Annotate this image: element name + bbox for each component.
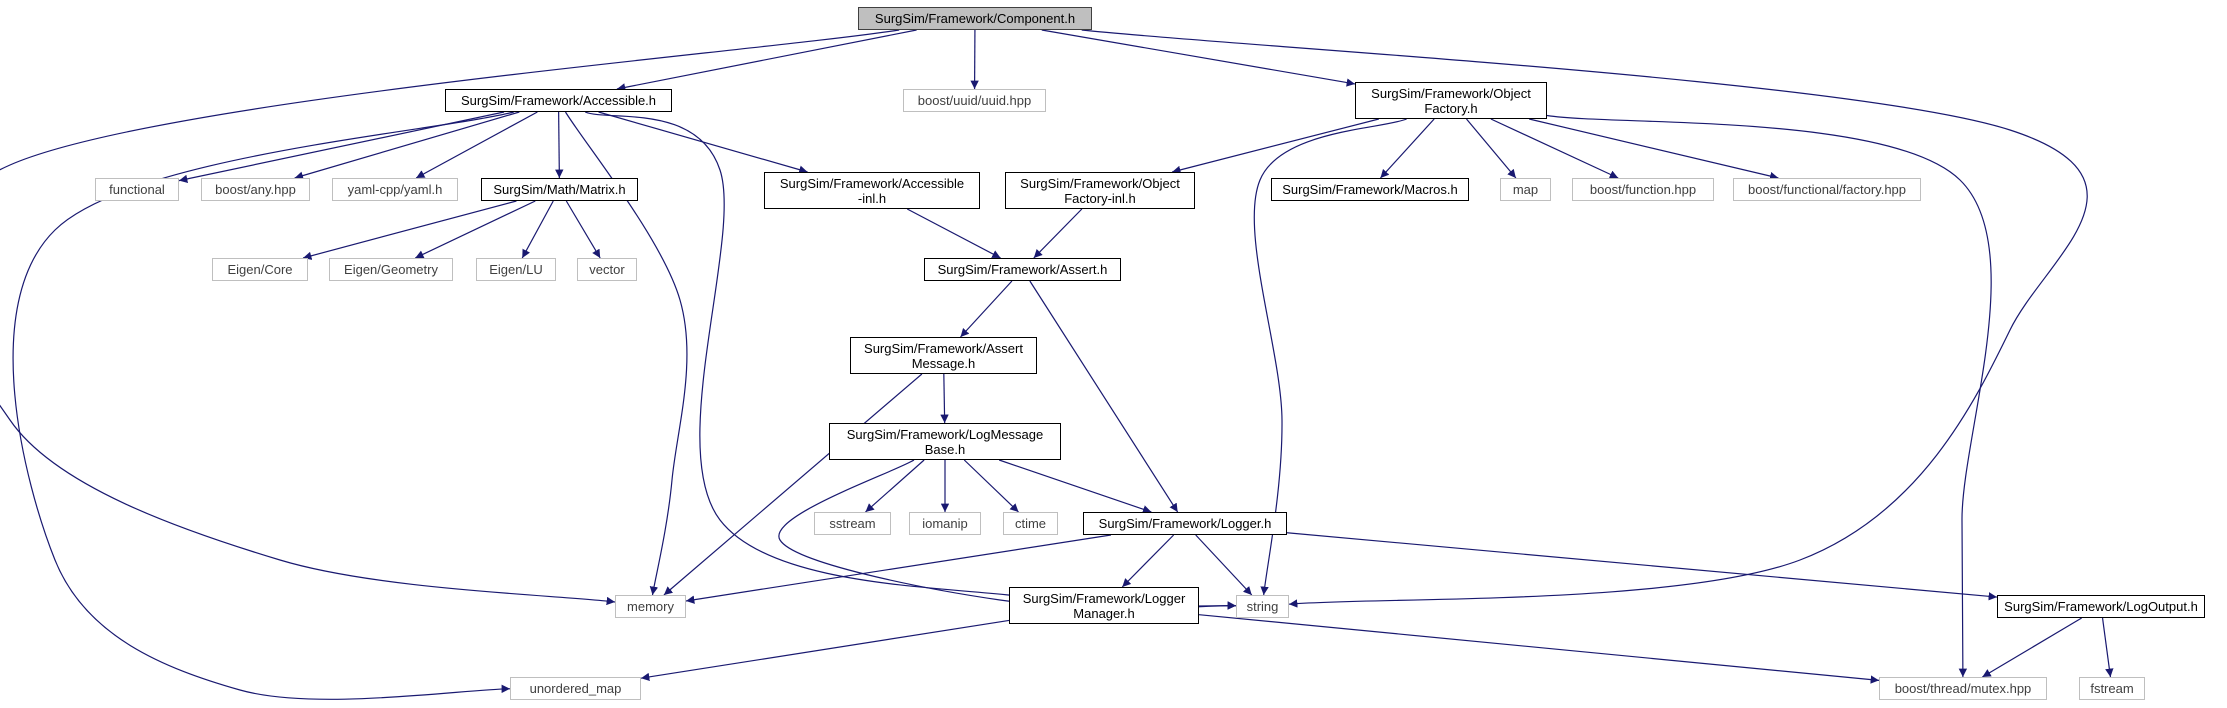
edge-logger-to-logoutput <box>1286 532 1998 601</box>
node-component[interactable]: SurgSim/Framework/Component.h <box>858 7 1092 30</box>
edge-assertmsg-to-logmsgbase <box>940 373 949 424</box>
edge-logoutput-to-mutex <box>1982 617 2082 678</box>
edge-matrix-to-eigengeo <box>414 200 536 259</box>
node-factory: boost/functional/factory.hpp <box>1733 178 1921 201</box>
node-iomanip: iomanip <box>909 512 981 535</box>
node-logmsgbase[interactable]: SurgSim/Framework/LogMessage Base.h <box>829 423 1061 460</box>
edge-assert-to-assertmsg <box>960 280 1013 338</box>
edge-logmsgbase-to-sstream <box>865 459 925 513</box>
node-eigengeo: Eigen/Geometry <box>329 258 453 281</box>
node-mutex: boost/thread/mutex.hpp <box>1879 677 2047 700</box>
node-assertmsg[interactable]: SurgSim/Framework/Assert Message.h <box>850 337 1037 374</box>
edge-component-to-string <box>1081 29 2088 608</box>
edge-objfactory-to-factory <box>1529 118 1779 181</box>
node-memory: memory <box>615 595 686 618</box>
node-string: string <box>1236 595 1289 618</box>
edge-logger-to-memory <box>685 534 1112 604</box>
node-accessible[interactable]: SurgSim/Framework/Accessible.h <box>445 89 672 112</box>
node-unordered: unordered_map <box>510 677 641 700</box>
edge-component-to-accessible <box>616 29 917 92</box>
edge-accessible-to-unordered <box>12 111 514 700</box>
node-boostany: boost/any.hpp <box>201 178 310 201</box>
node-map: map <box>1500 178 1551 201</box>
edge-objfactory-to-objfactinl <box>1172 118 1379 174</box>
edge-assertmsg-to-memory <box>663 373 923 596</box>
node-sstream: sstream <box>814 512 891 535</box>
node-loggermgr[interactable]: SurgSim/Framework/Logger Manager.h <box>1009 587 1199 624</box>
edge-accinl-to-assert <box>906 208 1001 259</box>
edge-assert-to-logger <box>1029 280 1179 513</box>
edge-matrix-to-eigencore <box>302 200 517 260</box>
node-matrix[interactable]: SurgSim/Math/Matrix.h <box>481 178 638 201</box>
edge-loggermgr-to-mutex <box>1198 614 1880 684</box>
edge-logger-to-string <box>1195 534 1253 596</box>
node-objfactory[interactable]: SurgSim/Framework/Object Factory.h <box>1355 82 1547 119</box>
edge-loggermgr-to-unordered <box>640 619 1010 682</box>
node-functional: functional <box>95 178 179 201</box>
edge-component-to-objfactory <box>1041 29 1356 87</box>
edge-logmsgbase-to-logger <box>998 459 1152 514</box>
edge-matrix-to-eigenlu <box>521 200 554 259</box>
node-ctime: ctime <box>1003 512 1058 535</box>
node-logoutput[interactable]: SurgSim/Framework/LogOutput.h <box>1997 595 2205 618</box>
node-vector: vector <box>577 258 637 281</box>
node-yaml: yaml-cpp/yaml.h <box>332 178 458 201</box>
edge-objfactory-to-map <box>1466 118 1517 179</box>
node-fstream: fstream <box>2079 677 2145 700</box>
node-assert[interactable]: SurgSim/Framework/Assert.h <box>924 258 1121 281</box>
edge-accessible-to-matrix <box>555 111 564 179</box>
edge-accessible-to-yaml <box>415 111 538 179</box>
node-eigenlu: Eigen/LU <box>476 258 556 281</box>
edge-logger-to-loggermgr <box>1121 534 1175 588</box>
node-boostfunc: boost/function.hpp <box>1572 178 1714 201</box>
node-uuid: boost/uuid/uuid.hpp <box>903 89 1046 112</box>
edge-objfactinl-to-assert <box>1033 208 1083 259</box>
edge-logmsgbase-to-ctime <box>963 459 1019 513</box>
edge-component-to-memory <box>0 29 900 606</box>
edge-logoutput-to-fstream <box>2101 617 2114 678</box>
node-logger[interactable]: SurgSim/Framework/Logger.h <box>1083 512 1287 535</box>
edge-matrix-to-vector <box>565 200 601 259</box>
node-accinl[interactable]: SurgSim/Framework/Accessible -inl.h <box>764 172 980 209</box>
edge-objfactory-to-boostfunc <box>1490 118 1619 179</box>
edge-objfactory-to-macros <box>1380 118 1435 179</box>
node-eigencore: Eigen/Core <box>212 258 308 281</box>
node-macros[interactable]: SurgSim/Framework/Macros.h <box>1271 178 1469 201</box>
node-objfactinl[interactable]: SurgSim/Framework/Object Factory-inl.h <box>1005 172 1195 209</box>
edge-accessible-to-boostany <box>294 111 520 180</box>
edge-objfactory-to-mutex <box>1546 114 1992 678</box>
